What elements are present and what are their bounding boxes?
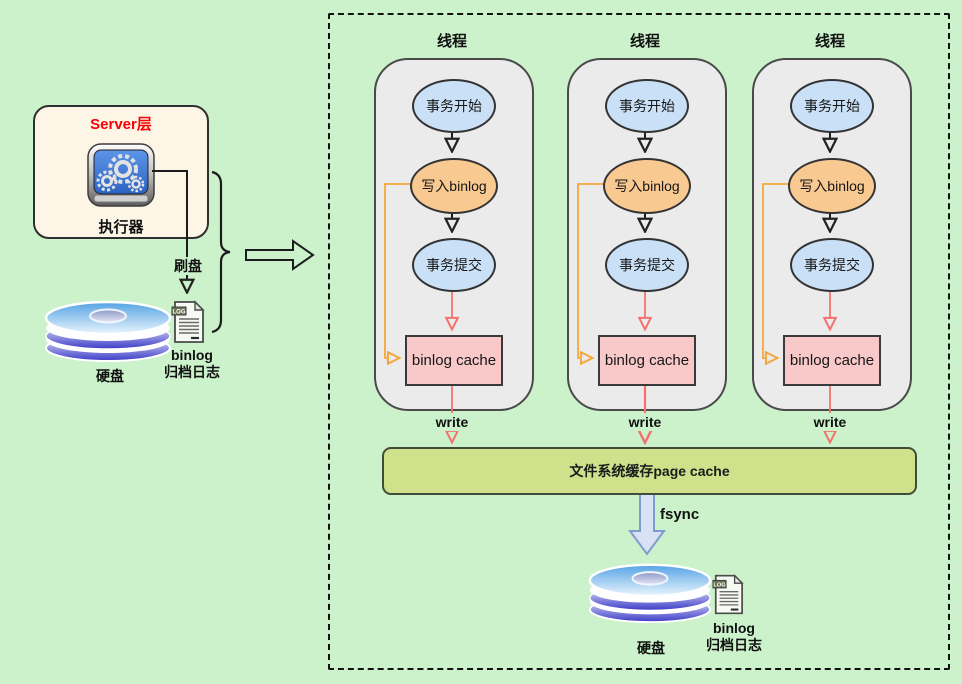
log-file-icon: LOG	[712, 574, 744, 615]
write-label: write	[623, 413, 667, 431]
thread-2-nodes: 事务开始 写入binlog 事务提交 binlog cache	[567, 58, 723, 407]
log-file-icon: LOG	[171, 300, 205, 343]
transaction-start-node: 事务开始	[412, 79, 496, 133]
transaction-commit-node: 事务提交	[790, 238, 874, 292]
binlog-cache-node: binlog cache	[783, 335, 881, 386]
gear-app-icon	[87, 143, 155, 207]
transaction-commit-node: 事务提交	[412, 238, 496, 292]
binlog-archive-label: binlog 归档日志	[164, 347, 220, 380]
thread-1-title: 线程	[436, 33, 467, 50]
disk-icon	[588, 563, 712, 624]
thread-1-nodes: 事务开始 写入binlog 事务提交 binlog cache	[374, 58, 530, 407]
transaction-commit-node: 事务提交	[605, 238, 689, 292]
disk-label: 硬盘	[637, 640, 665, 656]
disk-icon	[44, 300, 172, 362]
dashed-boundary	[328, 13, 950, 670]
thread-3-title: 线程	[814, 33, 845, 50]
disk-label: 硬盘	[96, 368, 124, 384]
svg-text:LOG: LOG	[173, 310, 186, 316]
server-box-title: Server层	[90, 116, 152, 133]
page-cache-bar: 文件系统缓存page cache	[382, 447, 917, 495]
transaction-start-node: 事务开始	[790, 79, 874, 133]
binlog-cache-node: binlog cache	[405, 335, 503, 386]
svg-text:LOG: LOG	[713, 583, 726, 589]
write-label: write	[808, 413, 852, 431]
write-binlog-node: 写入binlog	[410, 158, 498, 214]
fsync-label: fsync	[660, 506, 700, 523]
write-label: write	[430, 413, 474, 431]
write-binlog-node: 写入binlog	[788, 158, 876, 214]
thread-3-nodes: 事务开始 写入binlog 事务提交 binlog cache	[752, 58, 908, 407]
write-binlog-node: 写入binlog	[603, 158, 691, 214]
brace-icon	[211, 170, 231, 334]
server-box: Server层 执行器	[33, 105, 209, 239]
transaction-start-node: 事务开始	[605, 79, 689, 133]
binlog-cache-node: binlog cache	[598, 335, 696, 386]
binlog-archive-label: binlog 归档日志	[706, 620, 762, 653]
executor-label: 执行器	[98, 219, 144, 236]
flush-label: 刷盘	[170, 257, 206, 275]
right-arrow-icon	[245, 239, 315, 271]
thread-2-title: 线程	[629, 33, 660, 50]
